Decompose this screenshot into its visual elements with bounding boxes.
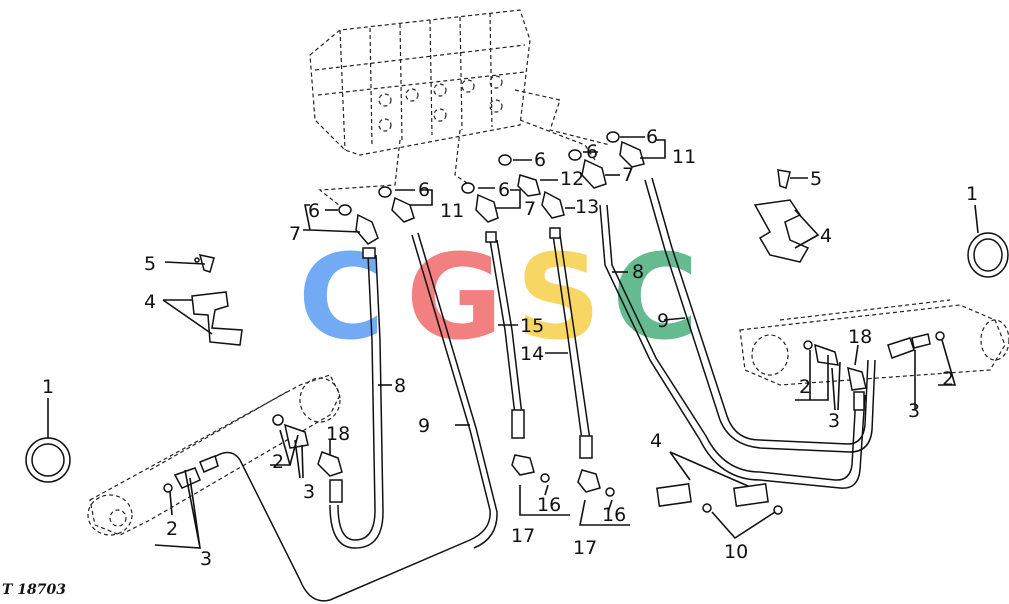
right-hydraulic-cylinder (739, 299, 1009, 386)
control-valve-block (309, 9, 611, 211)
callout-4: 4 (144, 291, 156, 313)
clip-4-right-top (753, 199, 810, 263)
callout-9: 9 (657, 310, 669, 332)
callout-2: 2 (272, 451, 284, 473)
callout-5: 5 (144, 253, 156, 275)
callout-16: 16 (537, 494, 561, 516)
callout-7: 7 (622, 164, 634, 186)
callout-3: 3 (303, 481, 315, 503)
callout-16: 16 (602, 504, 626, 526)
callout-3: 3 (828, 410, 840, 432)
clip-4-bottom-a (656, 483, 692, 507)
callout-6: 6 (308, 200, 320, 222)
callout-3: 3 (908, 400, 920, 422)
clip-4-left (191, 291, 243, 346)
hose-14 (552, 234, 583, 441)
callout-labels: 6 6 6 6 6 6 7 7 7 11 11 12 13 5 5 4 4 4 … (42, 126, 978, 570)
callout-14: 14 (520, 343, 544, 365)
callout-11: 11 (440, 200, 464, 222)
hydraulic-lines (209, 177, 876, 602)
callout-6: 6 (418, 179, 430, 201)
callout-13: 13 (575, 196, 599, 218)
callout-11: 11 (672, 146, 696, 168)
callout-6: 6 (646, 126, 658, 148)
callout-6: 6 (534, 149, 546, 171)
callout-7: 7 (289, 223, 301, 245)
callout-4: 4 (650, 430, 662, 452)
callout-18: 18 (326, 423, 350, 445)
callout-10: 10 (724, 541, 748, 563)
callout-2: 2 (942, 368, 954, 390)
callout-8: 8 (632, 261, 644, 283)
callout-1: 1 (42, 376, 54, 398)
callout-1: 1 (966, 183, 978, 205)
callout-7: 7 (524, 198, 536, 220)
callout-12: 12 (560, 168, 584, 190)
callout-6: 6 (586, 141, 598, 163)
callout-3: 3 (200, 548, 212, 570)
callout-6: 6 (498, 179, 510, 201)
callout-2: 2 (799, 376, 811, 398)
hose-15 (489, 239, 516, 416)
clip-4-bottom-b (733, 483, 769, 507)
tube-9-right (644, 179, 876, 453)
watermark-letter-c2: C (612, 228, 699, 366)
watermark-letter-g: G (406, 228, 503, 366)
clips-and-clamps (25, 199, 1009, 515)
callout-4: 4 (820, 225, 832, 247)
callout-8: 8 (394, 375, 406, 397)
hose-8-left (337, 254, 376, 541)
left-hydraulic-cylinder (87, 374, 341, 536)
callout-2: 2 (166, 518, 178, 540)
callout-15: 15 (520, 315, 544, 337)
callout-18: 18 (848, 326, 872, 348)
watermark-letter-s: S (516, 228, 601, 366)
tube-9-left (209, 234, 491, 602)
callout-17: 17 (573, 537, 597, 559)
callout-5: 5 (810, 168, 822, 190)
callout-17: 17 (511, 525, 535, 547)
hose-8-right (599, 204, 866, 489)
figure-id: T 18703 (2, 582, 66, 598)
callout-9: 9 (418, 415, 430, 437)
fittings (163, 131, 945, 503)
leader-lines (47, 136, 979, 549)
